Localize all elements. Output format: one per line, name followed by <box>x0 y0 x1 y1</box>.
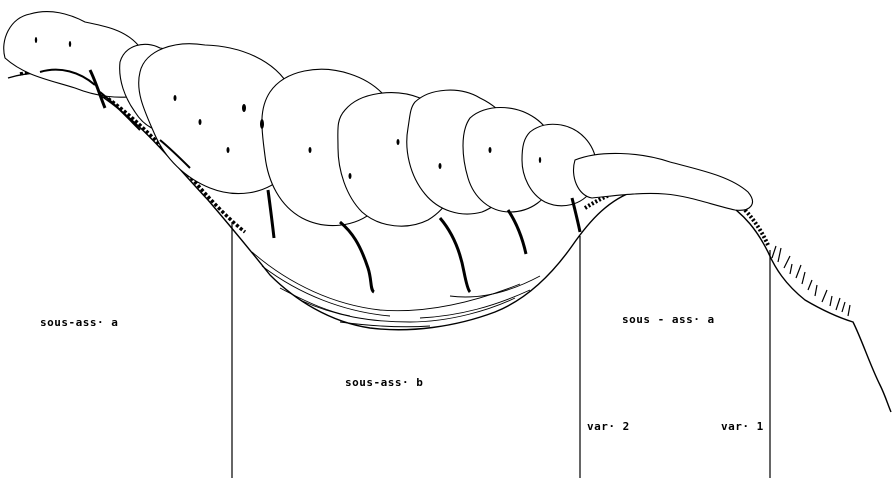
canopy-right-low <box>574 153 753 210</box>
label-var-1: var· 1 <box>721 420 764 433</box>
label-sous-ass-a-right: sous - ass· a <box>622 313 715 326</box>
right-grass-tufts <box>772 246 850 316</box>
trunk-3 <box>440 218 470 292</box>
trunk-1 <box>268 190 274 238</box>
trunk-4 <box>508 210 526 254</box>
trunk-2 <box>340 222 374 292</box>
label-sous-ass-b: sous-ass· b <box>345 376 423 389</box>
basin-sediment-lines <box>252 252 540 327</box>
label-var-2: var· 2 <box>587 420 630 433</box>
tree-canopy <box>4 12 753 227</box>
label-sous-ass-a-left: sous-ass· a <box>40 316 118 329</box>
